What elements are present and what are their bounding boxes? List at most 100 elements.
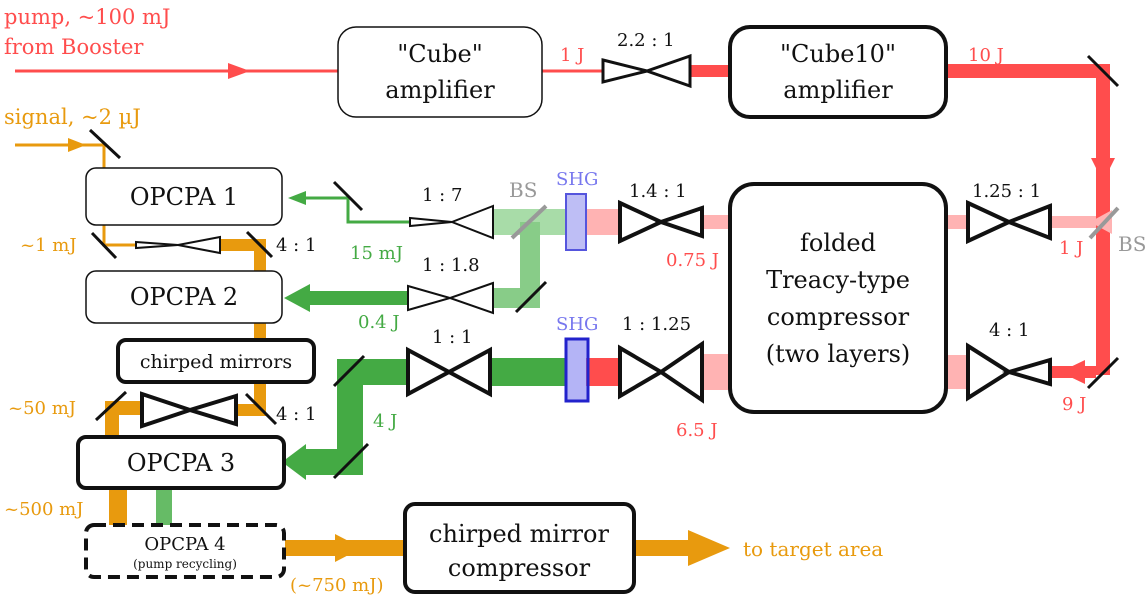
energy-65j: 6.5 J (676, 420, 718, 441)
pump-1j-arrowhead (1090, 210, 1112, 234)
energy-1j-top: 1 J (560, 45, 584, 66)
pump-down-arrowhead (1091, 158, 1115, 182)
mirror-04j (514, 280, 548, 314)
mirrors (88, 54, 1120, 480)
telescope-22-b (642, 53, 692, 89)
telescope-41b-a (183, 393, 238, 427)
telescope-11-a (406, 346, 454, 398)
energy-10j: 10 J (968, 45, 1004, 66)
signal-750mj-arrowhead (335, 534, 362, 562)
mirror-1mj (90, 231, 118, 260)
telescopes (135, 53, 1052, 429)
ratio-14: 1.4 : 1 (629, 181, 687, 202)
cube-amplifier-box (337, 26, 543, 118)
cm-compressor-label-2: compressor (448, 554, 591, 582)
opcpa3-box (76, 435, 286, 490)
energy-500mj: ~500 mJ (4, 499, 83, 520)
telescope-118-a (407, 284, 454, 312)
mirror-41-a (245, 230, 274, 259)
telescope-41a-a (177, 235, 221, 255)
treacy-compressor-box (728, 182, 948, 414)
bs-right-label: BS (1118, 232, 1146, 256)
telescope-22 (601, 58, 648, 84)
pump-label-2: from Booster (4, 35, 144, 59)
opcpa3-label: OPCPA 3 (127, 449, 235, 477)
bs-left-label: BS (509, 178, 537, 202)
energy-750mj: (~750 mJ) (290, 575, 384, 596)
telescope-41a-b (135, 240, 179, 250)
signal-50mj-beam (105, 401, 140, 437)
to-target-label: to target area (743, 537, 883, 561)
shg-top-label: SHG (556, 169, 598, 190)
cube10-label-2: amplifier (783, 76, 893, 104)
telescope-14-a (618, 199, 666, 245)
ratio-1125: 1 : 1.25 (622, 314, 691, 335)
ratio-41-a: 4 : 1 (276, 235, 316, 256)
mirror-green-15mj (332, 180, 364, 212)
pump-label-1: pump, ~100 mJ (4, 5, 170, 29)
mirror-4j-bottom (332, 442, 370, 480)
green-4j-arrowhead (282, 444, 306, 480)
output-arrowhead (688, 530, 730, 566)
green-15mj-arrowhead (288, 191, 306, 205)
telescope-1125-a (618, 344, 665, 400)
energy-15mj: 15 mJ (350, 243, 403, 264)
ratio-41-right: 4 : 1 (989, 320, 1029, 341)
ratio-17: 1 : 7 (422, 185, 462, 206)
shg-crystal-top (565, 193, 587, 251)
green-15mj-beam (293, 196, 410, 224)
mirror-41-b (244, 392, 278, 426)
signal-label: signal, ~2 µJ (4, 105, 141, 129)
opcpa4-label-2: (pump recycling) (133, 557, 237, 571)
energy-04j: 0.4 J (358, 312, 400, 333)
ratio-41-b: 4 : 1 (276, 404, 316, 425)
opcpa1-label: OPCPA 1 (130, 183, 238, 211)
telescope-41b-b (140, 391, 197, 429)
telescope-14-b (654, 205, 704, 239)
box-labels: "Cube" amplifier "Cube10" amplifier fold… (127, 40, 910, 582)
ratio-11: 1 : 1 (432, 327, 472, 348)
telescope-41r-a (966, 342, 1013, 402)
telescope-118-b (446, 281, 494, 315)
ratio-22: 2.2 : 1 (617, 30, 675, 51)
pump-9j-arrowhead (1060, 360, 1085, 384)
annotation-labels: pump, ~100 mJ from Booster signal, ~2 µJ… (4, 5, 1146, 596)
green-4j-beam (300, 359, 408, 475)
mirror-4j-top (332, 354, 366, 388)
chirped-mirror-compressor-box (403, 502, 636, 594)
energy-50mj: ~50 mJ (8, 398, 76, 419)
signal-input-arrowhead (68, 138, 86, 152)
cube10-amplifier-box (728, 25, 948, 119)
compressor-label-3: compressor (767, 303, 910, 331)
signal-input-beam (15, 143, 106, 168)
energy-1j-right: 1 J (1059, 238, 1083, 259)
telescope-125-a (966, 199, 1014, 245)
telescope-41r-b (1001, 357, 1052, 387)
compressor-label-4: (two layers) (766, 340, 911, 368)
cube-label-1: "Cube" (397, 40, 482, 68)
telescope-125-b (1003, 203, 1052, 241)
mirror-right-bottom (1086, 356, 1120, 390)
shg-bottom-label: SHG (556, 314, 598, 335)
opcpa1-box (85, 167, 283, 226)
cm-compressor-label-1: chirped mirror (429, 520, 609, 548)
beamsplitter-left (510, 204, 548, 240)
telescope-17-b (449, 204, 494, 240)
compressor-label-2: Treacy-type (766, 266, 910, 294)
chirped-mirrors-box (116, 338, 316, 384)
shg-crystal-bottom (564, 337, 590, 403)
green-04j-arrowhead (284, 284, 310, 312)
opcpa2-label: OPCPA 2 (130, 283, 238, 311)
telescope-11-b (444, 346, 492, 398)
opcpa2-box (85, 270, 283, 324)
cube-label-2: amplifier (385, 76, 495, 104)
mirror-50mj (94, 390, 128, 422)
energy-1mj: ~1 mJ (20, 235, 77, 256)
beamsplitter-right (1088, 206, 1120, 240)
ratio-125: 1.25 : 1 (972, 181, 1041, 202)
signal-1mj-beam (102, 225, 136, 247)
pump-input-arrowhead (228, 63, 250, 79)
telescope-17-a (409, 216, 453, 228)
telescope-1125-b (657, 340, 704, 404)
